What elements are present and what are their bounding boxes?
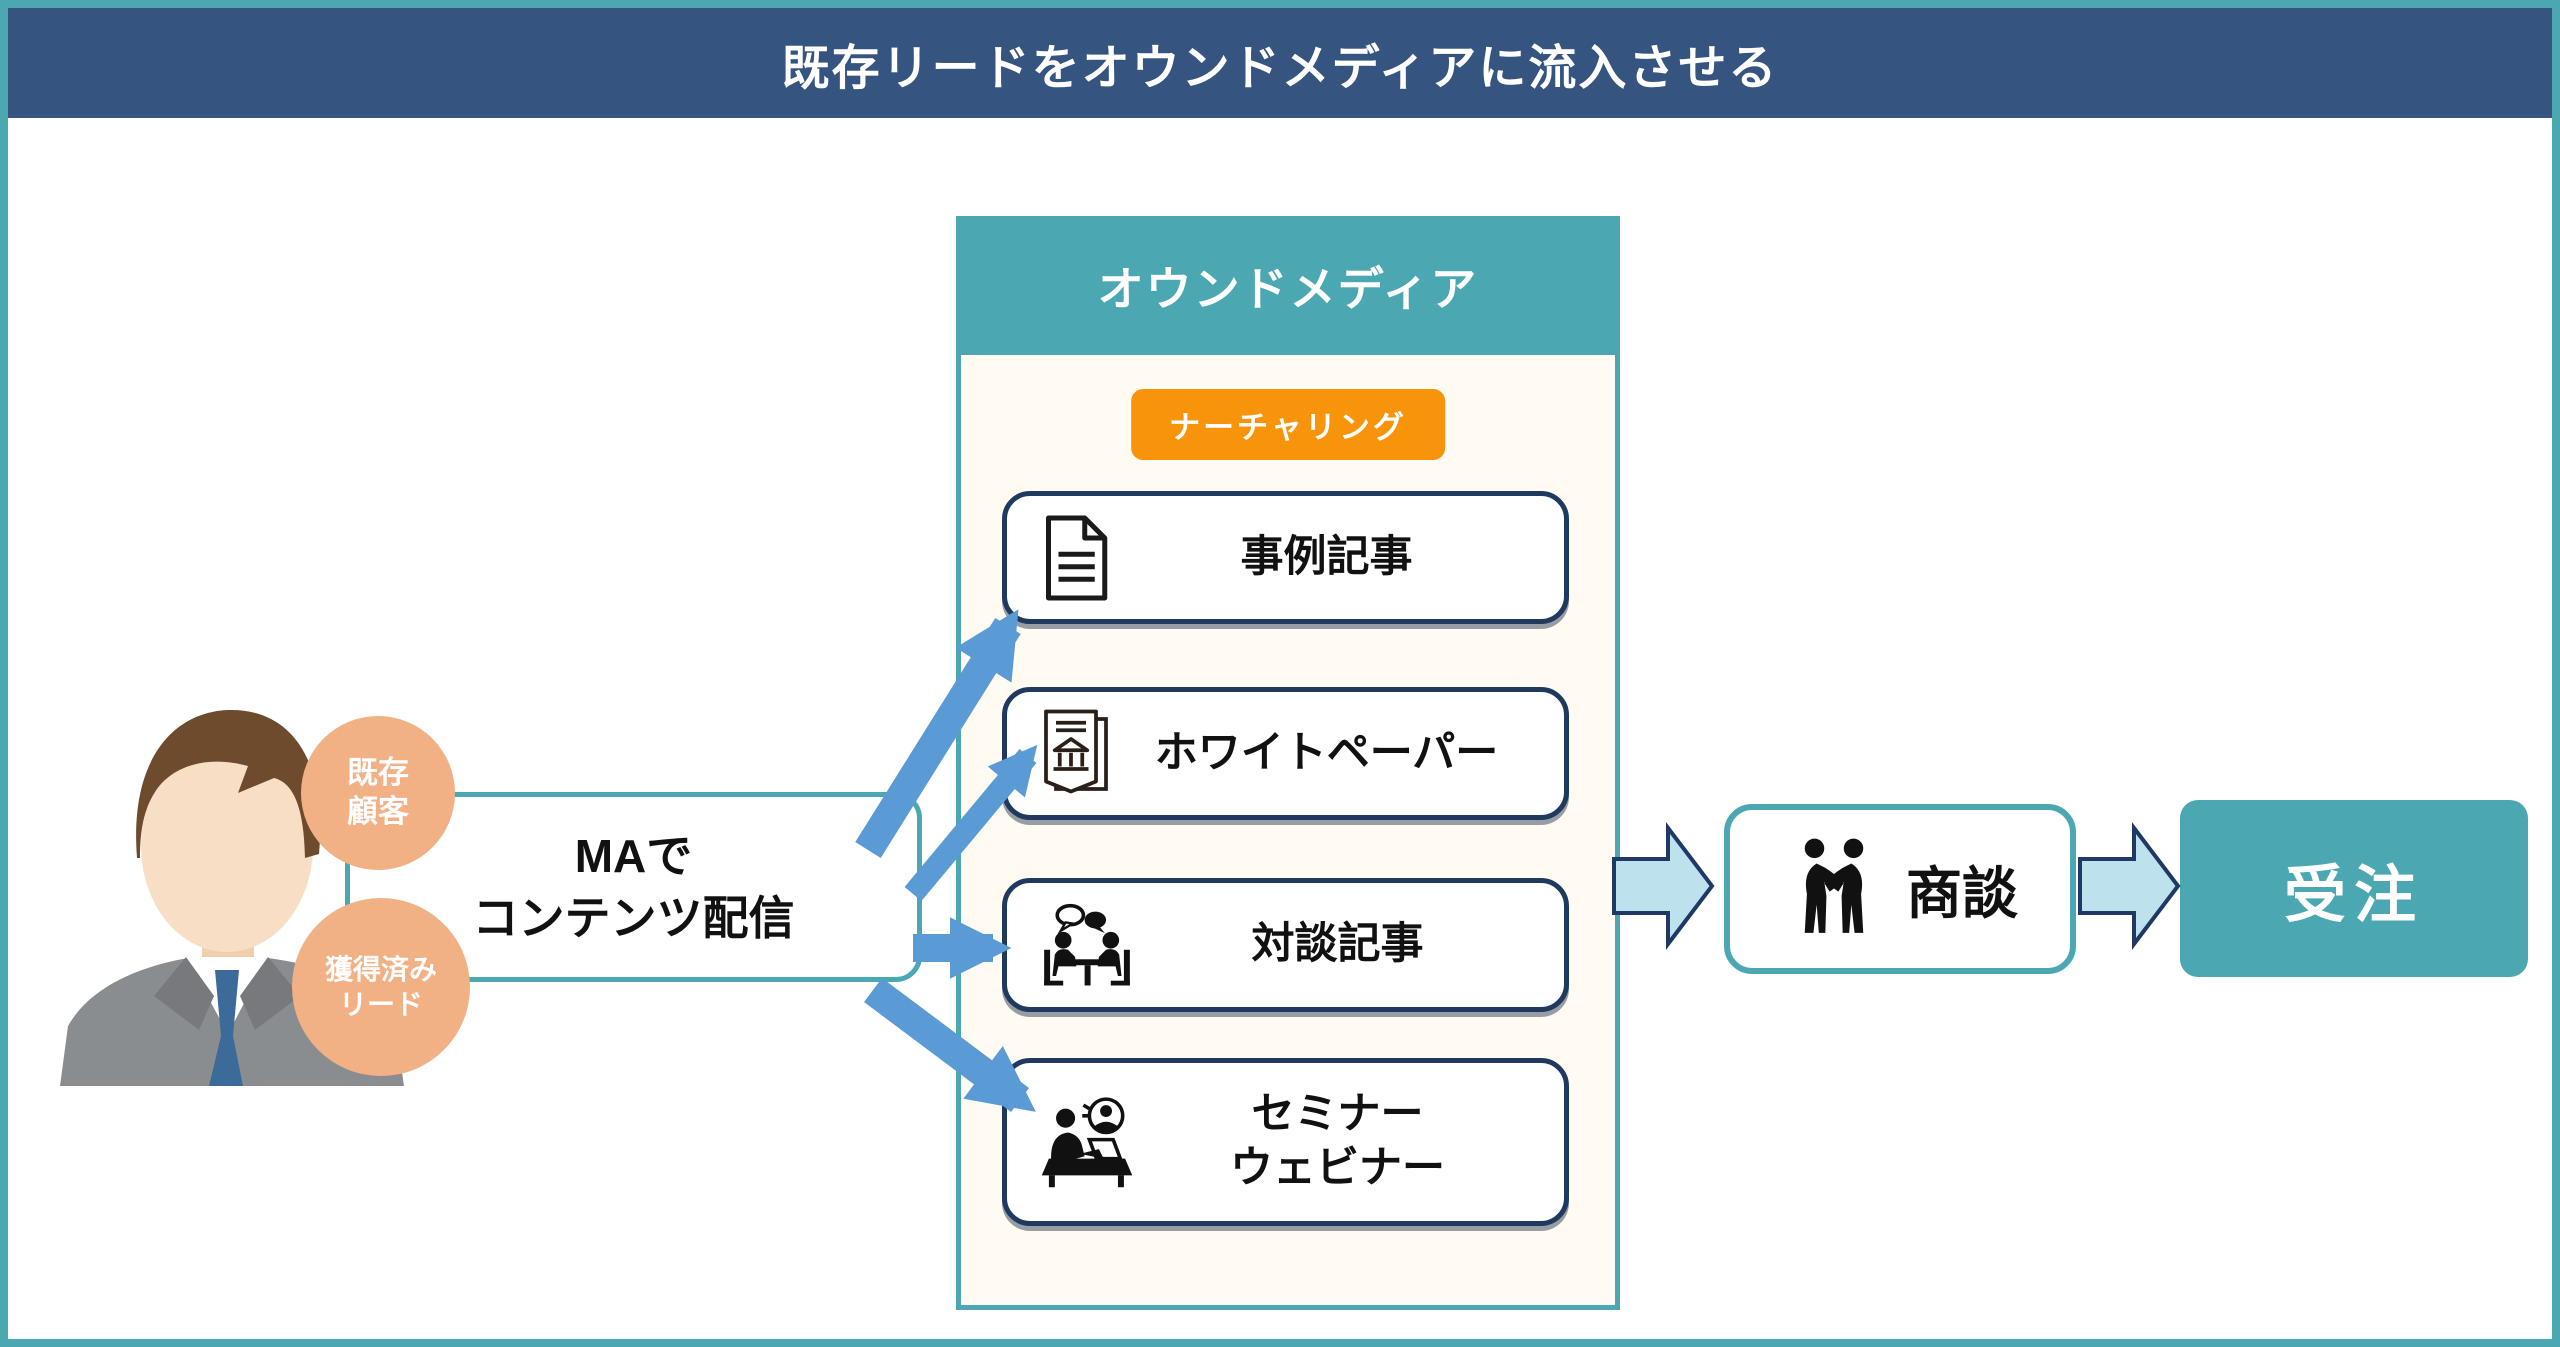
meeting-box: 商談 bbox=[1724, 804, 2076, 974]
tag-text: リード bbox=[338, 989, 423, 1020]
order-label: 受注 bbox=[2283, 860, 2424, 930]
owned-media-title: オウンドメディア bbox=[1097, 262, 1479, 315]
page-title: 既存リードをオウンドメディアに流入させる bbox=[781, 42, 1779, 95]
content-box-whitepaper: ホワイトペーパー bbox=[1002, 687, 1569, 820]
handshake-icon bbox=[1782, 828, 1886, 951]
content-label: 対談記事 bbox=[1251, 920, 1424, 969]
content-label-line1: セミナー bbox=[1251, 1090, 1424, 1139]
ma-label-line1: MAで bbox=[574, 829, 693, 882]
block-arrow-to-meeting bbox=[1612, 822, 1715, 950]
tag-text: 既存 bbox=[347, 755, 409, 791]
document-icon bbox=[1037, 513, 1115, 603]
content-label: セミナー ウェビナー bbox=[1137, 1088, 1538, 1196]
block-arrow-to-order bbox=[2078, 822, 2181, 950]
content-box-seminar-webinar: セミナー ウェビナー bbox=[1002, 1058, 1569, 1226]
tag-existing-customers: 既存 顧客 bbox=[301, 716, 455, 870]
content-label-line2: ウェビナー bbox=[1230, 1144, 1445, 1192]
content-box-interview: 対談記事 bbox=[1002, 878, 1569, 1012]
content-label: 事例記事 bbox=[1240, 532, 1413, 581]
order-box: 受注 bbox=[2180, 800, 2528, 977]
ma-label-line2: コンテンツ配信 bbox=[472, 892, 795, 944]
content-box-case-article: 事例記事 bbox=[1002, 491, 1569, 624]
whitepaper-icon bbox=[1037, 709, 1115, 799]
content-label: ホワイトペーパー bbox=[1154, 728, 1499, 777]
tag-text: 顧客 bbox=[347, 794, 409, 829]
header-bar: 既存リードをオウンドメディアに流入させる bbox=[8, 8, 2552, 118]
interview-icon bbox=[1037, 901, 1137, 989]
tag-text: 獲得済み bbox=[324, 954, 437, 985]
meeting-label: 商談 bbox=[1906, 861, 2018, 925]
seminar-icon bbox=[1037, 1094, 1137, 1190]
tag-acquired-leads: 獲得済み リード bbox=[292, 898, 470, 1076]
nurturing-badge: ナーチャリング bbox=[1131, 389, 1445, 460]
owned-media-header: オウンドメディア bbox=[956, 216, 1620, 355]
